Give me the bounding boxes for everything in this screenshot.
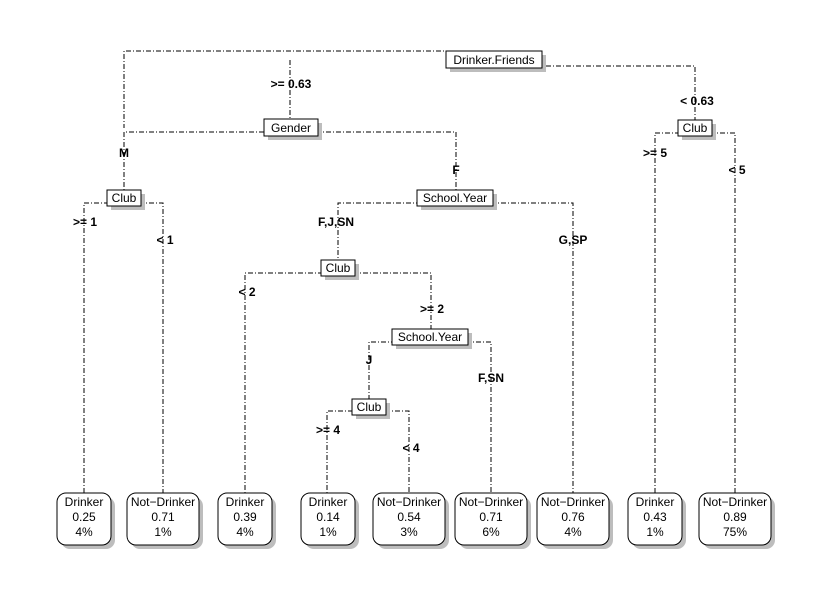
leaf-class: Not−Drinker (541, 495, 605, 509)
leaf-prob: 0.89 (723, 510, 747, 524)
edge-label-clubr-right: < 5 (728, 163, 745, 177)
leaf-4: Drinker 0.14 1% (300, 492, 359, 549)
leaf-nodes: Drinker 0.25 4% Not−Drinker 0.71 1% Drin… (56, 492, 775, 549)
leaf-class: Drinker (636, 495, 675, 509)
leaf-pct: 1% (154, 525, 172, 539)
leaf-class: Not−Drinker (703, 495, 767, 509)
leaf-prob: 0.25 (72, 510, 96, 524)
leaf-prob: 0.43 (643, 510, 667, 524)
leaf-prob: 0.39 (233, 510, 257, 524)
leaf-7: Not−Drinker 0.76 4% (536, 492, 613, 549)
leaf-9: Not−Drinker 0.89 75% (698, 492, 775, 549)
node-club-right: Club (677, 119, 716, 140)
tree-edges (83, 50, 736, 493)
node-school-year-2: School.Year (391, 328, 472, 349)
leaf-3: Drinker 0.39 4% (217, 492, 276, 549)
leaf-6: Not−Drinker 0.71 6% (454, 492, 531, 549)
edge-clubj-left (326, 407, 370, 493)
node-label: Drinker.Friends (453, 53, 534, 67)
leaf-pct: 6% (482, 525, 500, 539)
leaf-8: Drinker 0.43 1% (627, 492, 686, 549)
leaf-class: Drinker (226, 495, 265, 509)
edge-gender-left (123, 128, 291, 198)
edge-label-clubm-left: >= 1 (73, 215, 97, 229)
node-club-j: Club (351, 398, 390, 419)
edge-label-school2-right: F,SN (478, 371, 504, 385)
leaf-prob: 0.71 (479, 510, 503, 524)
node-drinker-friends: Drinker.Friends (445, 50, 546, 72)
node-label: Club (112, 191, 137, 205)
leaf-prob: 0.76 (561, 510, 585, 524)
edge-label-clubr-left: >= 5 (643, 146, 667, 160)
node-box (263, 118, 319, 137)
edge-school1-right (455, 198, 574, 493)
edge-label-school1-left: F,J,SN (318, 215, 354, 229)
leaf-box (698, 492, 772, 546)
leaf-pct: 4% (236, 525, 254, 539)
leaf-box (217, 492, 273, 546)
leaf-box (56, 492, 112, 546)
leaf-pct: 1% (646, 525, 664, 539)
leaf-1: Drinker 0.25 4% (56, 492, 115, 549)
leaf-prob: 0.14 (316, 510, 340, 524)
leaf-prob: 0.54 (397, 510, 421, 524)
edge-clubfjsn-left (244, 268, 339, 493)
node-label: School.Year (398, 330, 462, 344)
leaf-box (126, 492, 200, 546)
node-label: Club (683, 121, 708, 135)
leaf-5: Not−Drinker 0.54 3% (372, 492, 449, 549)
node-box (416, 189, 494, 207)
edge-label-gender-left: M (119, 146, 129, 160)
edge-label-root-left: >= 0.63 (271, 77, 312, 91)
node-box (391, 328, 469, 346)
leaf-prob: 0.71 (151, 510, 175, 524)
leaf-pct: 3% (400, 525, 418, 539)
leaf-box (372, 492, 446, 546)
edge-label-clubm-right: < 1 (156, 233, 173, 247)
edge-label-school2-left: J (366, 353, 373, 367)
node-school-year-1: School.Year (416, 189, 497, 210)
split-nodes: Drinker.Friends Gender Club Club School.… (106, 50, 716, 419)
leaf-pct: 4% (564, 525, 582, 539)
leaf-pct: 4% (75, 525, 93, 539)
edge-clubm-left (83, 198, 125, 493)
node-box (677, 119, 713, 137)
node-label: Club (326, 261, 351, 275)
node-label: School.Year (423, 191, 487, 205)
leaf-2: Not−Drinker 0.71 1% (126, 492, 203, 549)
leaf-pct: 1% (319, 525, 337, 539)
node-gender: Gender (263, 118, 322, 140)
node-club-m: Club (106, 189, 145, 210)
edge-label-school1-right: G,SP (559, 233, 588, 247)
edge-clubr-right (694, 128, 736, 493)
edge-labels: >= 0.63 < 0.63 M F >= 1 < 1 F,J,SN G,SP … (73, 77, 746, 455)
node-box (320, 259, 356, 277)
node-box (106, 189, 142, 207)
edge-label-clubfjsn-right: >= 2 (420, 302, 444, 316)
edge-label-gender-right: F (452, 163, 459, 177)
edge-clubr-left (654, 128, 696, 493)
leaf-class: Not−Drinker (459, 495, 523, 509)
node-box (351, 398, 387, 416)
leaf-class: Drinker (309, 495, 348, 509)
leaf-class: Not−Drinker (377, 495, 441, 509)
edge-label-clubj-right: < 4 (402, 441, 419, 455)
leaf-box (627, 492, 683, 546)
edge-label-clubfjsn-left: < 2 (238, 285, 255, 299)
leaf-box (536, 492, 610, 546)
leaf-box (454, 492, 528, 546)
leaf-class: Not−Drinker (131, 495, 195, 509)
edge-label-root-right: < 0.63 (680, 94, 714, 108)
node-box (445, 50, 543, 69)
node-club-fjsn: Club (320, 259, 359, 280)
leaf-pct: 75% (723, 525, 747, 539)
leaf-class: Drinker (65, 495, 104, 509)
edge-label-clubj-left: >= 4 (316, 423, 340, 437)
node-label: Club (357, 400, 382, 414)
leaf-box (300, 492, 356, 546)
node-label: Gender (271, 121, 311, 135)
edge-school2-right (430, 337, 492, 493)
